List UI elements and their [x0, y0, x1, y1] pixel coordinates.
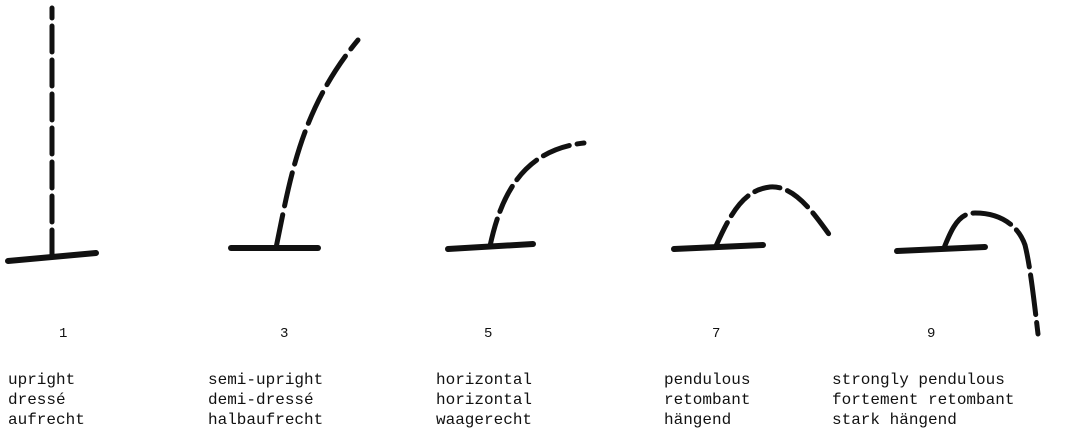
caption-french: retombant: [664, 391, 751, 409]
caption-french: fortement retombant: [832, 391, 1015, 409]
figure-9-stem: [941, 210, 1041, 337]
caption-english: semi-upright: [208, 371, 324, 389]
caption-german: aufrecht: [8, 411, 85, 429]
caption-german: stark hängend: [832, 411, 957, 429]
caption-german: halbaufrecht: [208, 411, 324, 429]
caption-german: hängend: [664, 411, 732, 429]
caption-english: upright: [8, 371, 76, 389]
figure-9-caption: strongly pendulous fortement retombant s…: [832, 370, 1014, 430]
caption-english: pendulous: [664, 371, 751, 389]
figure-7-number: 7: [712, 326, 721, 342]
figure-3-drawing: [228, 37, 361, 251]
caption-german: waagerecht: [436, 411, 533, 429]
figure-7-drawing: [671, 184, 834, 252]
figure-1-number: 1: [59, 326, 68, 342]
figure-5-stem: [487, 140, 587, 249]
caption-french: dressé: [8, 391, 66, 409]
figure-5-caption: horizontal horizontal waagerecht: [436, 370, 532, 430]
figure-9-number: 9: [927, 326, 936, 342]
figure-3-caption: semi-upright demi-dressé halbaufrecht: [208, 370, 323, 430]
caption-french: horizontal: [436, 391, 533, 409]
figure-7-caption: pendulous retombant hängend: [664, 370, 750, 430]
figure-1-drawing: [5, 5, 99, 264]
figure-7-base-line: [671, 242, 766, 252]
figure-9-base-line: [894, 244, 988, 254]
caption-english: horizontal: [436, 371, 533, 389]
figure-7-stem: [713, 184, 834, 249]
figure-3-stem: [273, 37, 361, 251]
caption-english: strongly pendulous: [832, 371, 1005, 389]
figure-5-drawing: [445, 140, 587, 252]
figure-1-caption: upright dressé aufrecht: [8, 370, 85, 430]
figure-9-drawing: [894, 210, 1041, 337]
caption-french: demi-dressé: [208, 391, 314, 409]
figure-3-number: 3: [280, 326, 289, 342]
figure-5-number: 5: [484, 326, 493, 342]
